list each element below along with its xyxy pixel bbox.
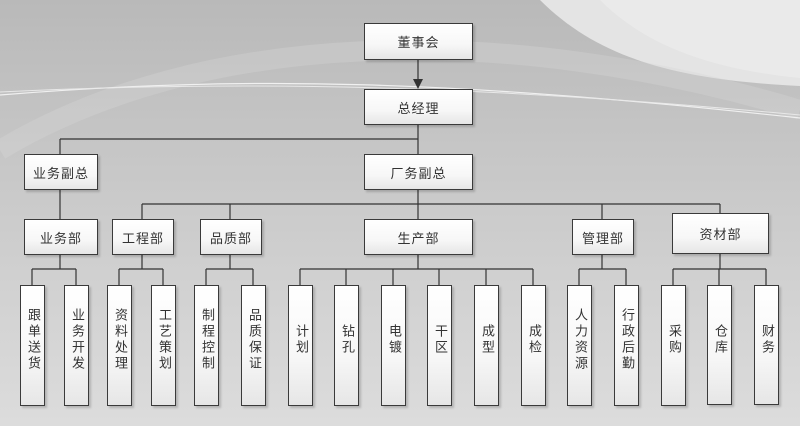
node-unit[interactable]: 钻孔 (334, 285, 359, 406)
node-business-dept[interactable]: 业务部 (24, 219, 98, 255)
node-materials-dept[interactable]: 资材部 (672, 213, 769, 254)
node-unit[interactable]: 财务 (754, 285, 779, 405)
node-unit[interactable]: 采购 (661, 285, 686, 406)
node-engineering-dept[interactable]: 工程部 (112, 219, 174, 255)
node-unit[interactable]: 人力资源 (567, 285, 592, 406)
arrow-down-icon (413, 79, 423, 89)
node-quality-dept[interactable]: 品质部 (200, 219, 262, 255)
node-unit[interactable]: 制程控制 (194, 285, 219, 406)
node-general-manager[interactable]: 总经理 (364, 89, 473, 125)
node-unit[interactable]: 品质保证 (241, 285, 266, 406)
node-unit[interactable]: 成检 (521, 285, 546, 406)
node-unit[interactable]: 电镀 (381, 285, 406, 406)
node-vp-business[interactable]: 业务副总 (24, 154, 98, 190)
node-unit[interactable]: 行政后勤 (614, 285, 639, 406)
node-unit[interactable]: 仓库 (707, 285, 732, 405)
node-board[interactable]: 董事会 (364, 23, 473, 60)
node-unit[interactable]: 资料处理 (107, 285, 132, 406)
node-unit[interactable]: 工艺策划 (151, 285, 176, 406)
node-production-dept[interactable]: 生产部 (364, 219, 473, 255)
node-management-dept[interactable]: 管理部 (572, 219, 634, 255)
node-unit[interactable]: 业务开发 (64, 285, 89, 406)
node-unit[interactable]: 跟单送货 (20, 285, 45, 406)
node-unit[interactable]: 成型 (474, 285, 499, 406)
node-vp-factory[interactable]: 厂务副总 (364, 154, 473, 190)
node-unit[interactable]: 计划 (288, 285, 313, 406)
node-unit[interactable]: 干区 (427, 285, 452, 406)
